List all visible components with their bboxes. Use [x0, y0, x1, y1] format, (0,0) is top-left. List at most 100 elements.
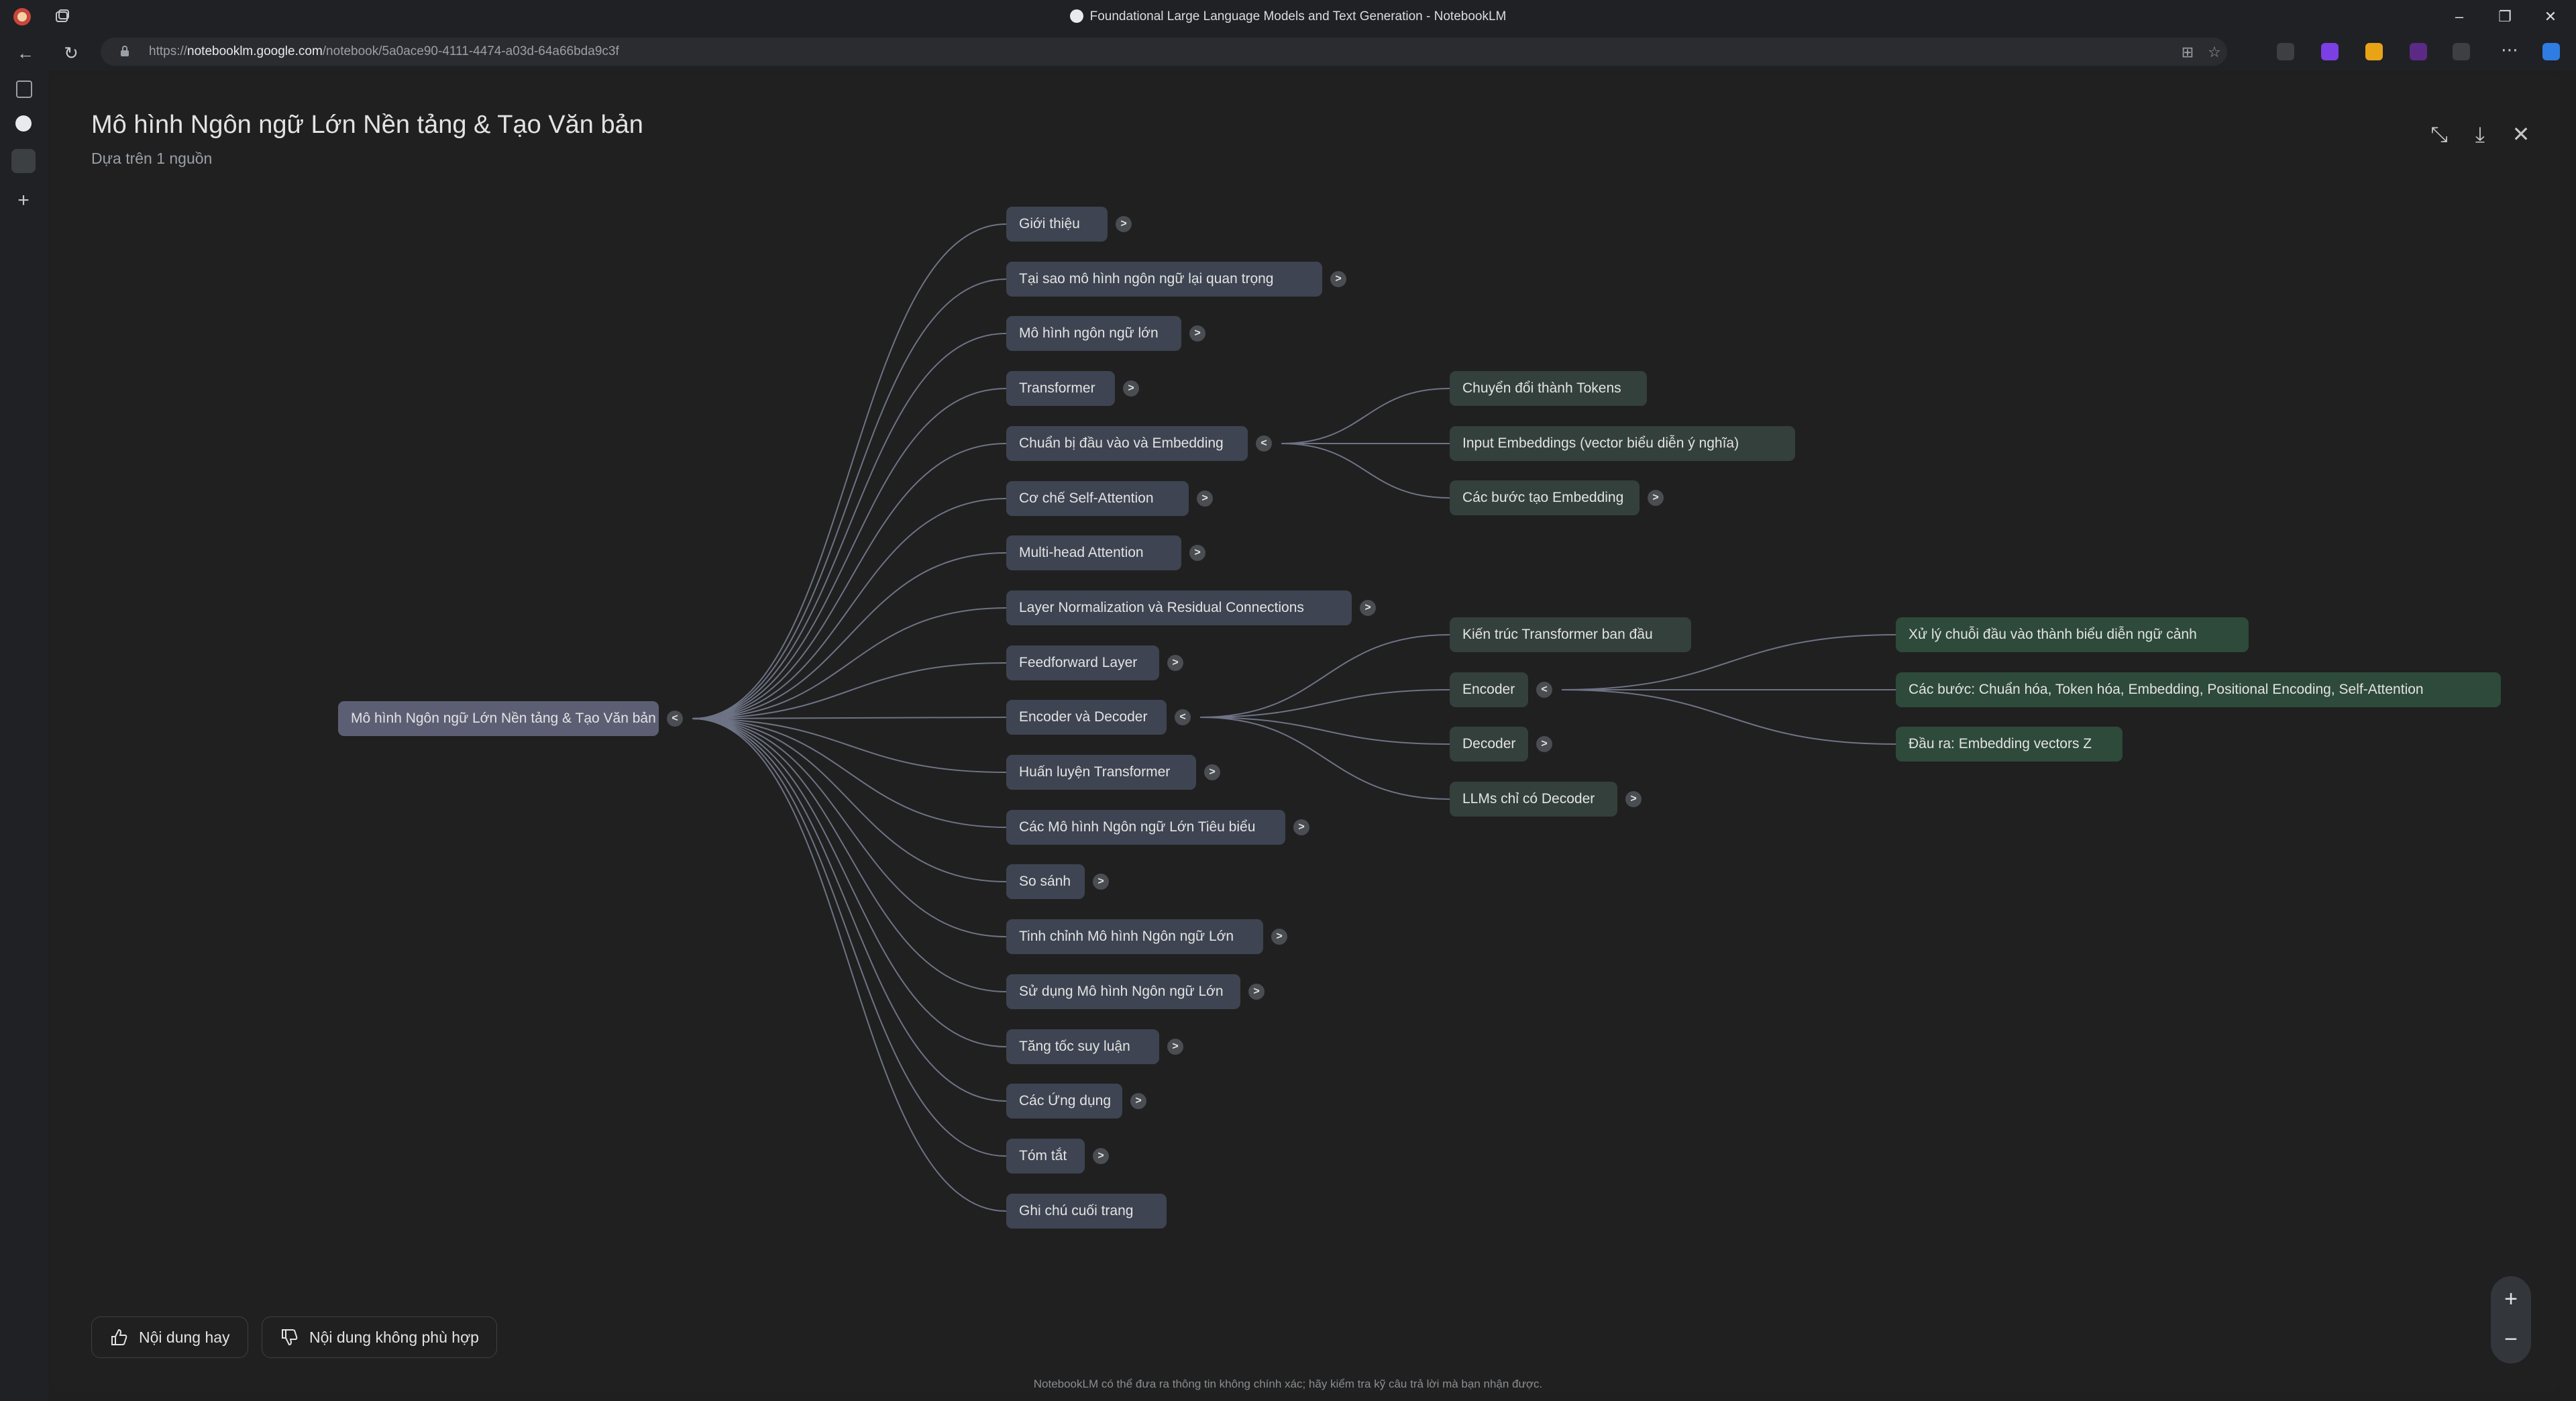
mindmap-node-4[interactable]: Transformer — [1006, 371, 1115, 406]
mindmap-node-18[interactable]: Tóm tắt — [1006, 1139, 1085, 1174]
app-available-icon[interactable]: ⊞ — [2181, 44, 2194, 60]
extensions-puzzle-icon[interactable] — [2453, 43, 2470, 60]
edge-root-19 — [692, 718, 1007, 1212]
sidebar-notebook-icon[interactable] — [15, 115, 32, 132]
mindmap-node-16[interactable]: Tăng tốc suy luận — [1006, 1029, 1159, 1064]
node-6-toggle[interactable]: > — [1197, 490, 1213, 507]
bad-content-label: Nội dung không phù hợp — [309, 1329, 479, 1346]
collapse-icon[interactable]: ⤡ — [2430, 122, 2448, 146]
node-9-toggle[interactable]: > — [1167, 655, 1183, 671]
copilot-icon[interactable] — [2542, 43, 2560, 60]
edge-root-6 — [692, 498, 1007, 719]
node-10-toggle[interactable]: < — [1175, 709, 1191, 725]
sidebar-notebooklm-active-icon[interactable] — [11, 149, 36, 173]
close-window-icon[interactable]: ✕ — [2544, 8, 2557, 25]
encoder-child-2[interactable]: Các bước: Chuẩn hóa, Token hóa, Embeddin… — [1896, 672, 2501, 707]
node-15-toggle[interactable]: > — [1248, 984, 1265, 1000]
edge-encdec-child-4 — [1199, 717, 1450, 800]
mindmap-node-2[interactable]: Tại sao mô hình ngôn ngữ lại quan trọng — [1006, 262, 1322, 297]
node-11-toggle[interactable]: > — [1204, 764, 1220, 780]
browser-profile-icon[interactable] — [12, 7, 32, 27]
zoom-in-button[interactable]: + — [2504, 1286, 2518, 1312]
edge-root-10 — [692, 717, 1007, 719]
encdec-child-4[interactable]: LLMs chỉ có Decoder — [1450, 782, 1617, 817]
mindmap-node-19[interactable]: Ghi chú cuối trang — [1006, 1194, 1167, 1229]
good-content-button[interactable]: Nội dung hay — [91, 1316, 248, 1358]
mindmap-node-12[interactable]: Các Mô hình Ngôn ngữ Lớn Tiêu biểu — [1006, 810, 1285, 845]
mindmap-node-9[interactable]: Feedforward Layer — [1006, 645, 1159, 680]
node-2-toggle[interactable]: > — [1330, 271, 1346, 287]
node-7-toggle[interactable]: > — [1189, 545, 1205, 561]
url-prefix: https:// — [149, 44, 188, 58]
reload-icon[interactable]: ↻ — [64, 43, 78, 63]
encoder-child-3[interactable]: Đầu ra: Embedding vectors Z — [1896, 727, 2123, 762]
node-14-toggle[interactable]: > — [1271, 929, 1287, 945]
edge-root-9 — [692, 662, 1007, 719]
restore-icon[interactable]: ❐ — [2498, 8, 2512, 25]
encoder-child-1[interactable]: Xử lý chuỗi đầu vào thành biểu diễn ngữ … — [1896, 617, 2249, 652]
mindmap-root-node[interactable]: Mô hình Ngôn ngữ Lớn Nền tảng & Tạo Văn … — [338, 701, 659, 736]
minimize-icon[interactable]: – — [2455, 8, 2464, 25]
mindmap-node-14[interactable]: Tinh chỉnh Mô hình Ngôn ngữ Lớn — [1006, 919, 1263, 954]
root-toggle[interactable]: < — [667, 711, 683, 727]
encdec-child-3-toggle[interactable]: > — [1536, 736, 1552, 752]
mindmap-node-5[interactable]: Chuẩn bị đầu vào và Embedding — [1006, 426, 1248, 461]
lock-icon[interactable] — [119, 45, 130, 57]
edge-root-11 — [692, 718, 1007, 773]
workspaces-icon[interactable] — [52, 7, 72, 27]
edge-root-13 — [692, 718, 1007, 882]
node-12-toggle[interactable]: > — [1293, 819, 1309, 835]
node-16-toggle[interactable]: > — [1167, 1039, 1183, 1055]
extension-icon-1[interactable] — [2277, 43, 2294, 60]
edge-root-16 — [692, 718, 1007, 1047]
edge-root-17 — [692, 718, 1007, 1102]
mindmap-node-7[interactable]: Multi-head Attention — [1006, 535, 1181, 570]
bad-content-button[interactable]: Nội dung không phù hợp — [262, 1316, 497, 1358]
mindmap-node-13[interactable]: So sánh — [1006, 864, 1085, 899]
embedding-child-3-toggle[interactable]: > — [1648, 490, 1664, 506]
encdec-child-3[interactable]: Decoder — [1450, 727, 1528, 762]
zoom-out-button[interactable]: − — [2504, 1327, 2518, 1352]
embedding-child-3[interactable]: Các bước tạo Embedding — [1450, 480, 1640, 515]
edge-root-15 — [692, 718, 1007, 992]
edge-root-2 — [692, 278, 1007, 719]
embedding-child-1[interactable]: Chuyển đổi thành Tokens — [1450, 371, 1647, 406]
mindmap-node-8[interactable]: Layer Normalization và Residual Connecti… — [1006, 590, 1352, 625]
mindmap-node-3[interactable]: Mô hình ngôn ngữ lớn — [1006, 316, 1181, 351]
mindmap-node-15[interactable]: Sử dụng Mô hình Ngôn ngữ Lớn — [1006, 974, 1240, 1009]
tab-actions-icon[interactable] — [16, 81, 32, 98]
node-17-toggle[interactable]: > — [1130, 1093, 1146, 1109]
address-bar: ← ↻ https://notebooklm.google.com/notebo… — [0, 34, 2576, 71]
encdec-child-4-toggle[interactable]: > — [1625, 791, 1642, 807]
encdec-child-2[interactable]: Encoder — [1450, 672, 1528, 707]
node-4-toggle[interactable]: > — [1123, 380, 1139, 397]
extension-icon-4[interactable] — [2410, 43, 2427, 60]
extension-icon-2[interactable] — [2321, 43, 2339, 60]
edge-root-5 — [692, 443, 1007, 719]
mindmap-node-1[interactable]: Giới thiệu — [1006, 207, 1108, 242]
embedding-child-2[interactable]: Input Embeddings (vector biểu diễn ý ngh… — [1450, 426, 1795, 461]
url-input[interactable]: https://notebooklm.google.com/notebook/5… — [101, 38, 2227, 66]
node-8-toggle[interactable]: > — [1360, 600, 1376, 616]
node-3-toggle[interactable]: > — [1189, 325, 1205, 342]
edge-root-1 — [692, 223, 1007, 719]
node-18-toggle[interactable]: > — [1093, 1148, 1109, 1164]
mindmap-node-17[interactable]: Các Ứng dụng — [1006, 1084, 1122, 1119]
mindmap-node-11[interactable]: Huấn luyện Transformer — [1006, 755, 1196, 790]
mindmap-node-6[interactable]: Cơ chế Self-Attention — [1006, 481, 1189, 516]
back-icon[interactable]: ← — [17, 43, 34, 63]
more-menu-icon[interactable]: ⋯ — [2501, 40, 2518, 60]
download-icon[interactable]: ⤓ — [2475, 122, 2485, 146]
encdec-child-2-toggle[interactable]: < — [1536, 682, 1552, 698]
encdec-child-1[interactable]: Kiến trúc Transformer ban đầu — [1450, 617, 1691, 652]
bookmark-star-icon[interactable]: ☆ — [2208, 44, 2221, 60]
footer-disclaimer: NotebookLM có thể đưa ra thông tin không… — [1033, 1378, 1543, 1390]
edge-root-8 — [692, 607, 1007, 719]
add-sidebar-icon[interactable]: + — [17, 189, 30, 211]
node-5-toggle[interactable]: < — [1256, 435, 1272, 452]
node-1-toggle[interactable]: > — [1116, 216, 1132, 232]
node-13-toggle[interactable]: > — [1093, 874, 1109, 890]
extension-icon-3[interactable] — [2365, 43, 2383, 60]
close-panel-icon[interactable]: ✕ — [2512, 122, 2530, 146]
mindmap-node-10[interactable]: Encoder và Decoder — [1006, 700, 1167, 735]
